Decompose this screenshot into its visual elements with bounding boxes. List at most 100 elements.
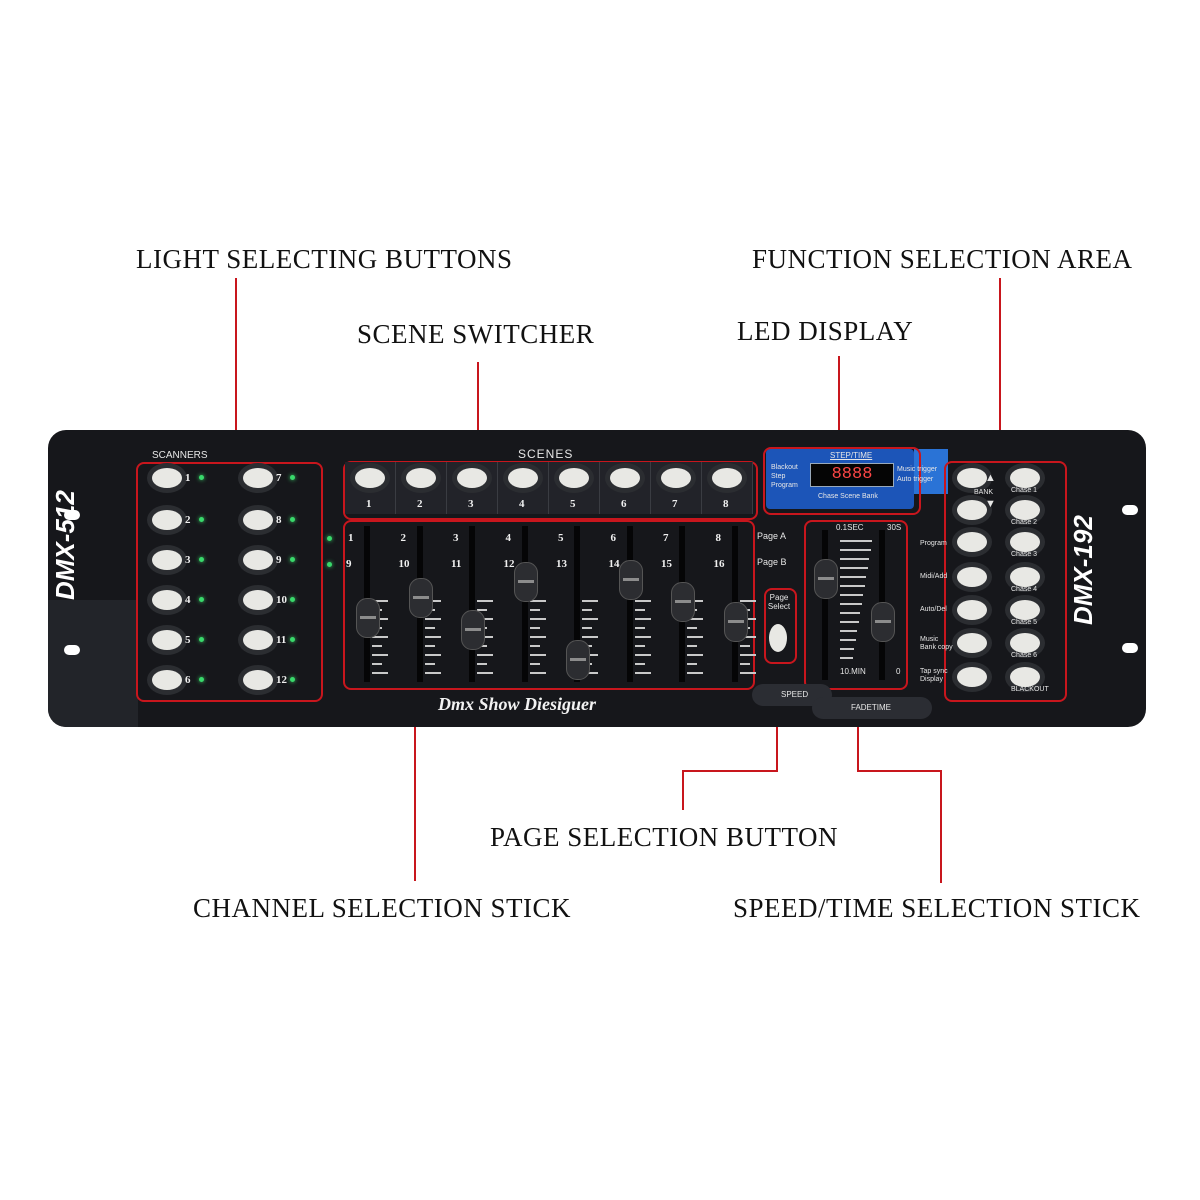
channel-fader-knob[interactable] xyxy=(671,582,695,622)
scanner-led xyxy=(290,517,295,522)
callout-channel-selection-stick: CHANNEL SELECTION STICK xyxy=(193,893,571,923)
channel-fader-tick xyxy=(687,672,703,674)
leader-led-display xyxy=(838,356,840,450)
fadetime-fader-knob[interactable] xyxy=(871,602,895,642)
scene-button[interactable] xyxy=(355,468,385,488)
bank-up-icon[interactable]: ▲ xyxy=(985,472,996,484)
leader-page-select-h xyxy=(682,770,778,772)
scanner-button[interactable] xyxy=(243,670,273,690)
mount-hole xyxy=(64,510,80,520)
scanner-button[interactable] xyxy=(243,590,273,610)
chase-button[interactable] xyxy=(1010,500,1040,520)
channel-fader-knob[interactable] xyxy=(513,562,538,602)
channel-fader-knob[interactable] xyxy=(356,598,380,638)
scene-button[interactable] xyxy=(559,468,589,488)
chase-label: Chase 6 xyxy=(1011,652,1038,659)
channel-fader-track xyxy=(521,526,528,682)
function-button[interactable] xyxy=(957,532,987,552)
channel-fader-tick xyxy=(739,672,756,674)
scene-number: 4 xyxy=(519,498,525,510)
chase-button[interactable] xyxy=(1010,532,1040,552)
scanner-number: 12 xyxy=(276,674,287,686)
channel-fader-tick xyxy=(529,645,540,647)
scanner-button[interactable] xyxy=(243,550,273,570)
lcd-left-label-blackout: Blackout xyxy=(771,464,798,471)
channel-fader-tick xyxy=(424,627,435,629)
scene-button[interactable] xyxy=(457,468,487,488)
scanner-led xyxy=(199,677,204,682)
brand-logo: Dmx Show Diesiguer xyxy=(438,694,597,714)
chase-label: Chase 5 xyxy=(1011,619,1038,626)
channel-number-bottom: 9 xyxy=(346,558,352,570)
scanner-button[interactable] xyxy=(152,590,182,610)
bank-label: BANK xyxy=(974,489,994,496)
scanners-label: SCANNERS xyxy=(152,450,208,461)
channel-fader-tick xyxy=(634,600,651,602)
channel-number-top: 3 xyxy=(453,532,459,544)
channel-fader-knob[interactable] xyxy=(408,578,433,618)
chase-button[interactable] xyxy=(1010,468,1040,488)
channel-fader-knob[interactable] xyxy=(723,602,748,642)
speed-fade-frame xyxy=(804,520,908,690)
function-button[interactable] xyxy=(957,567,987,587)
scene-button[interactable] xyxy=(508,468,538,488)
scanner-button[interactable] xyxy=(152,670,182,690)
channel-fader-tick xyxy=(739,645,750,647)
fadetime-label: FADETIME xyxy=(851,703,892,712)
speed-label-pill xyxy=(752,684,832,706)
channel-fader-tick xyxy=(687,645,697,647)
scanner-button[interactable] xyxy=(152,550,182,570)
speed-scale-tick xyxy=(840,657,853,659)
channel-number-top: 8 xyxy=(715,532,722,544)
channel-fader-knob[interactable] xyxy=(618,560,643,600)
channel-fader-tick xyxy=(424,645,435,647)
channel-fader-tick xyxy=(529,636,546,638)
scanner-button[interactable] xyxy=(152,468,182,488)
scene-button[interactable] xyxy=(610,468,640,488)
scanner-button[interactable] xyxy=(243,510,273,530)
callout-page-selection-button: PAGE SELECTION BUTTON xyxy=(490,822,839,852)
scene-button[interactable] xyxy=(406,468,436,488)
bank-down-icon[interactable]: ▼ xyxy=(985,498,996,510)
chase-button[interactable] xyxy=(1010,567,1040,587)
leader-scene-switcher xyxy=(477,362,479,462)
chase-button[interactable] xyxy=(1010,633,1040,653)
page-select-button[interactable] xyxy=(769,624,787,652)
channel-fader-tick xyxy=(424,663,435,665)
leader-speed-h xyxy=(857,770,942,772)
speed-scale-tick xyxy=(840,639,856,641)
chase-button[interactable] xyxy=(1010,600,1040,620)
scanner-number: 7 xyxy=(276,472,282,484)
channel-fader-knob[interactable] xyxy=(566,640,590,680)
scanner-button[interactable] xyxy=(243,630,273,650)
function-button[interactable] xyxy=(957,500,987,520)
channel-fader-tick xyxy=(529,609,540,611)
function-button[interactable] xyxy=(957,600,987,620)
scanner-button[interactable] xyxy=(243,468,273,488)
channel-fader-tick xyxy=(529,663,540,665)
function-button[interactable] xyxy=(957,667,987,687)
scanner-led xyxy=(199,637,204,642)
channel-fader-tick xyxy=(477,600,493,602)
channel-fader-tick xyxy=(687,627,697,629)
speed-scale-tick xyxy=(840,603,862,605)
scanner-button[interactable] xyxy=(152,630,182,650)
function-button[interactable] xyxy=(957,468,987,488)
channel-fader-tick xyxy=(739,654,756,656)
speed-fader-knob[interactable] xyxy=(814,559,838,599)
function-button[interactable] xyxy=(957,633,987,653)
scene-button[interactable] xyxy=(712,468,742,488)
callout-speed-time-selection-stick: SPEED/TIME SELECTION STICK xyxy=(733,893,1141,923)
channel-fader-knob[interactable] xyxy=(461,610,485,650)
channel-fader-tick xyxy=(529,654,546,656)
channel-fader-tick xyxy=(634,663,645,665)
scanner-buttons-frame xyxy=(136,462,323,702)
speed-scale-tick xyxy=(840,594,863,596)
scene-button[interactable] xyxy=(661,468,691,488)
scanner-button[interactable] xyxy=(152,510,182,530)
speed-label: SPEED xyxy=(781,690,809,699)
step-time-label: STEP/TIME xyxy=(830,451,873,460)
chase-button[interactable] xyxy=(1010,667,1040,687)
scene-number: 2 xyxy=(417,498,423,510)
channel-fader-tick xyxy=(687,600,703,602)
